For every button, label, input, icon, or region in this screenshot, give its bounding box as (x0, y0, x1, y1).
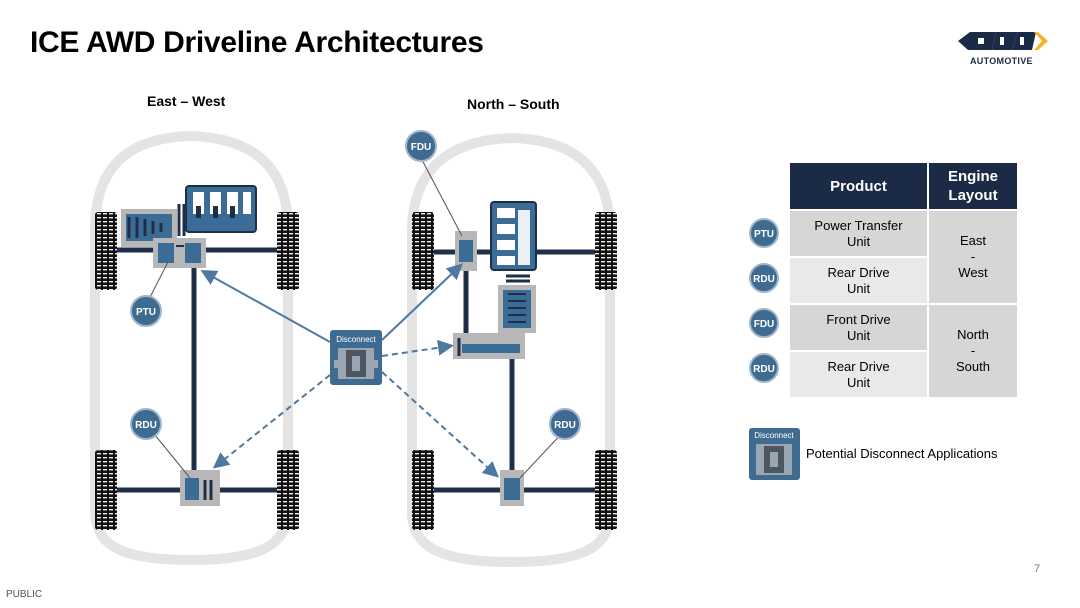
engine-icon (490, 201, 537, 283)
car-body-outline (407, 132, 615, 568)
north-south-car: FDU RDU (405, 130, 617, 568)
disconnect-icon: Disconnect (330, 330, 382, 385)
engine-icon (185, 185, 257, 233)
tire-icon (95, 212, 117, 290)
classification-label: PUBLIC (6, 589, 43, 600)
rdu-module (500, 470, 524, 506)
tire-icon (95, 450, 117, 530)
svg-text:PTU: PTU (136, 307, 156, 318)
engine-layout-cell: East-West (929, 209, 1017, 303)
logo-chevron-icon (958, 32, 1048, 50)
rdu-badge: RDU (749, 353, 779, 383)
tire-icon (595, 212, 617, 290)
logo-wordmark: AUTOMOTIVE (970, 56, 1033, 66)
svg-text:RDU: RDU (554, 420, 576, 431)
tire-icon (277, 450, 299, 530)
rdu-badge: RDU (549, 408, 581, 440)
east-west-label: East – West (147, 93, 226, 109)
tire-icon (595, 450, 617, 530)
table-badges: PTU RDU FDU RDU (749, 218, 779, 383)
car-body-outline (90, 130, 293, 566)
svg-text:FDU: FDU (411, 142, 432, 153)
rdu-badge: RDU (130, 408, 162, 440)
svg-text:RDU: RDU (135, 420, 157, 431)
fdu-badge: FDU (749, 308, 779, 338)
gkn-logo (958, 32, 1048, 50)
legend-text: Potential Disconnect Applications (806, 446, 998, 461)
tire-icon (412, 212, 434, 290)
rdu-badge: RDU (749, 263, 779, 293)
slide-title: ICE AWD Driveline Architectures (30, 26, 484, 59)
svg-text:Disconnect: Disconnect (754, 431, 794, 440)
fdu-module (455, 231, 477, 271)
tire-icon (277, 212, 299, 290)
ptu-badge: PTU (130, 295, 162, 327)
header-product: Product (790, 163, 929, 209)
svg-text:Disconnect: Disconnect (336, 335, 376, 344)
rdu-module (180, 470, 220, 506)
east-west-car: PTU RDU (90, 130, 299, 566)
svg-text:RDU: RDU (753, 274, 775, 285)
page-number: 7 (1034, 563, 1041, 575)
svg-text:FDU: FDU (754, 319, 775, 330)
ptu-badge: PTU (749, 218, 779, 248)
ptu-module (153, 238, 206, 268)
transfer-case (453, 333, 525, 359)
svg-text:PTU: PTU (754, 229, 774, 240)
svg-text:RDU: RDU (753, 364, 775, 375)
engine-layout-cell: North-South (929, 303, 1017, 397)
fdu-badge: FDU (405, 130, 437, 162)
driveline-diagram: PTU RDU (90, 130, 617, 568)
disconnect-arrows (200, 263, 499, 478)
north-south-label: North – South (467, 96, 560, 112)
tire-icon (412, 450, 434, 530)
gearbox-icon (498, 285, 536, 333)
legend-disconnect-icon: Disconnect (749, 428, 800, 480)
